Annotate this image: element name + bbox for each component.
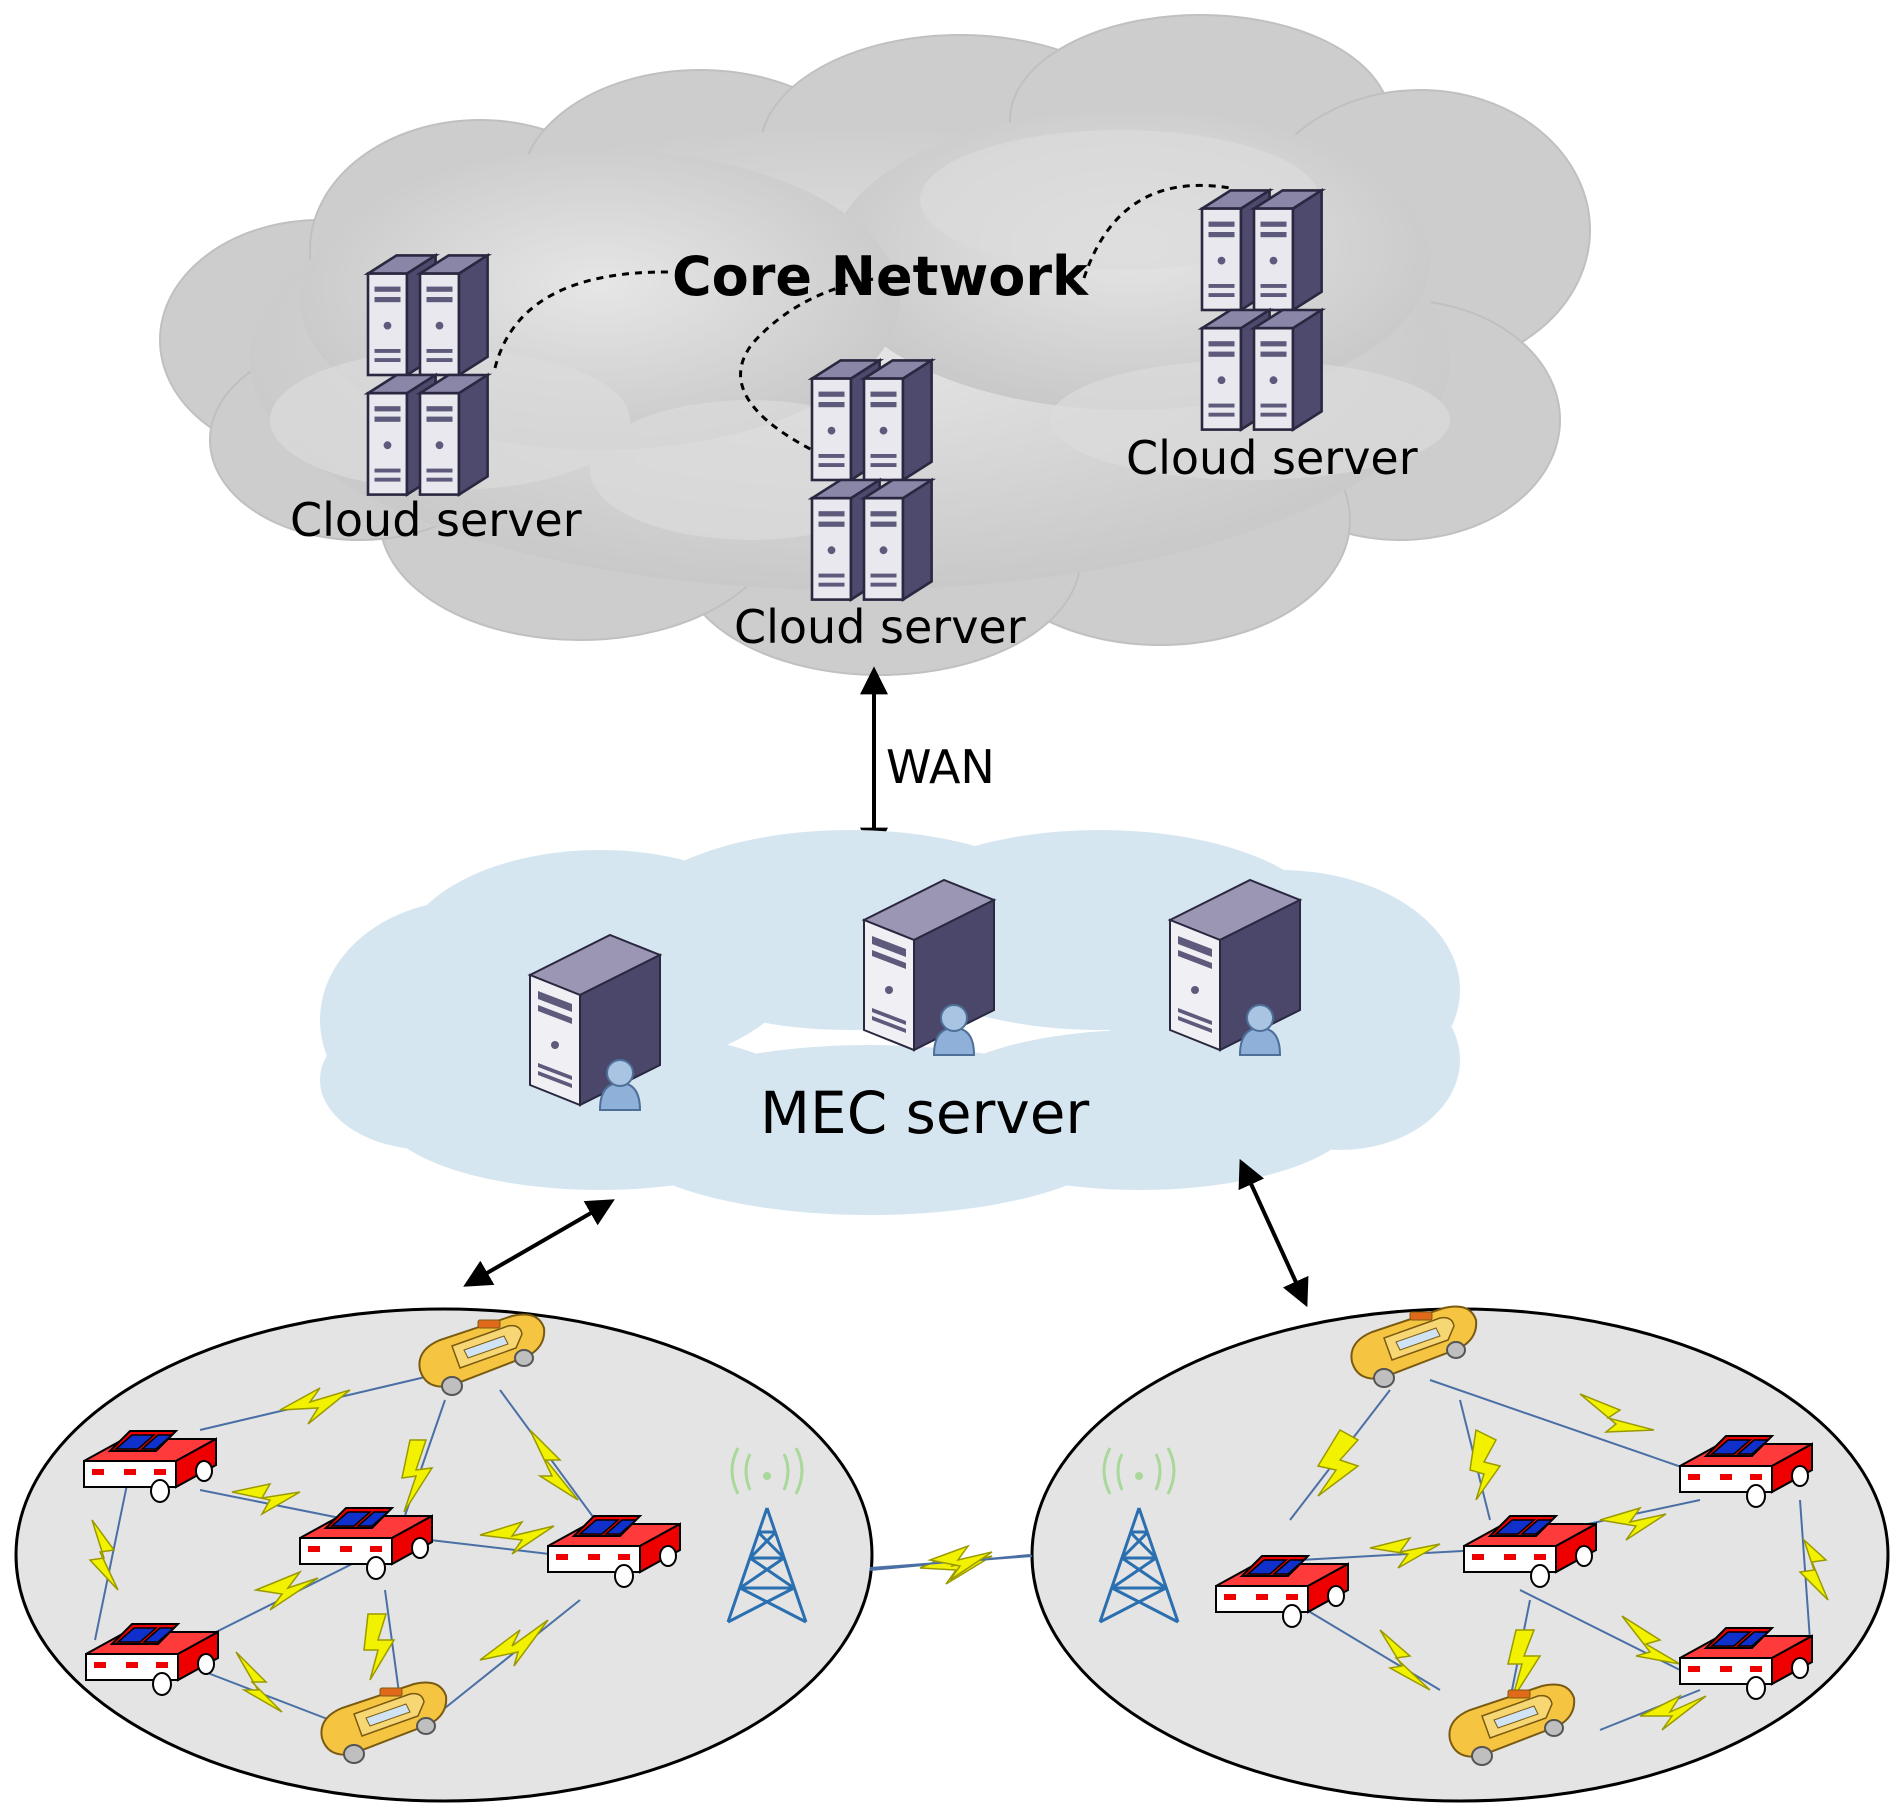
core-network-title: Core Network xyxy=(672,245,1089,308)
wan-link: WAN xyxy=(860,666,995,856)
cloud-server-3: Cloud server xyxy=(1126,189,1418,485)
server-rack-icon xyxy=(366,254,489,496)
cloud-server-label: Cloud server xyxy=(1126,431,1418,485)
vehicle-cluster-right xyxy=(1030,1305,1890,1803)
server-rack-icon xyxy=(1200,189,1323,431)
wan-label: WAN xyxy=(886,740,995,794)
inter-cluster-link xyxy=(869,1544,1033,1581)
cloud-server-label: Cloud server xyxy=(734,600,1026,654)
vehicle-cluster-left xyxy=(14,1307,1031,1803)
core-network-cloud xyxy=(159,14,1591,676)
cloud-server-2: Cloud server xyxy=(734,359,1026,654)
core-dotted-links xyxy=(493,183,1231,457)
mec-server-label: MEC server xyxy=(760,1079,1089,1147)
mec-to-cluster-left-arrow xyxy=(463,1199,615,1287)
mec-to-cluster-right-arrow xyxy=(1238,1158,1309,1308)
server-rack-icon xyxy=(810,359,933,601)
v2v-lightning xyxy=(88,1387,993,1713)
cloud-server-1: Cloud server xyxy=(290,254,582,547)
cloud-server-label: Cloud server xyxy=(290,493,582,547)
v2v-lightning xyxy=(1316,1393,1829,1731)
